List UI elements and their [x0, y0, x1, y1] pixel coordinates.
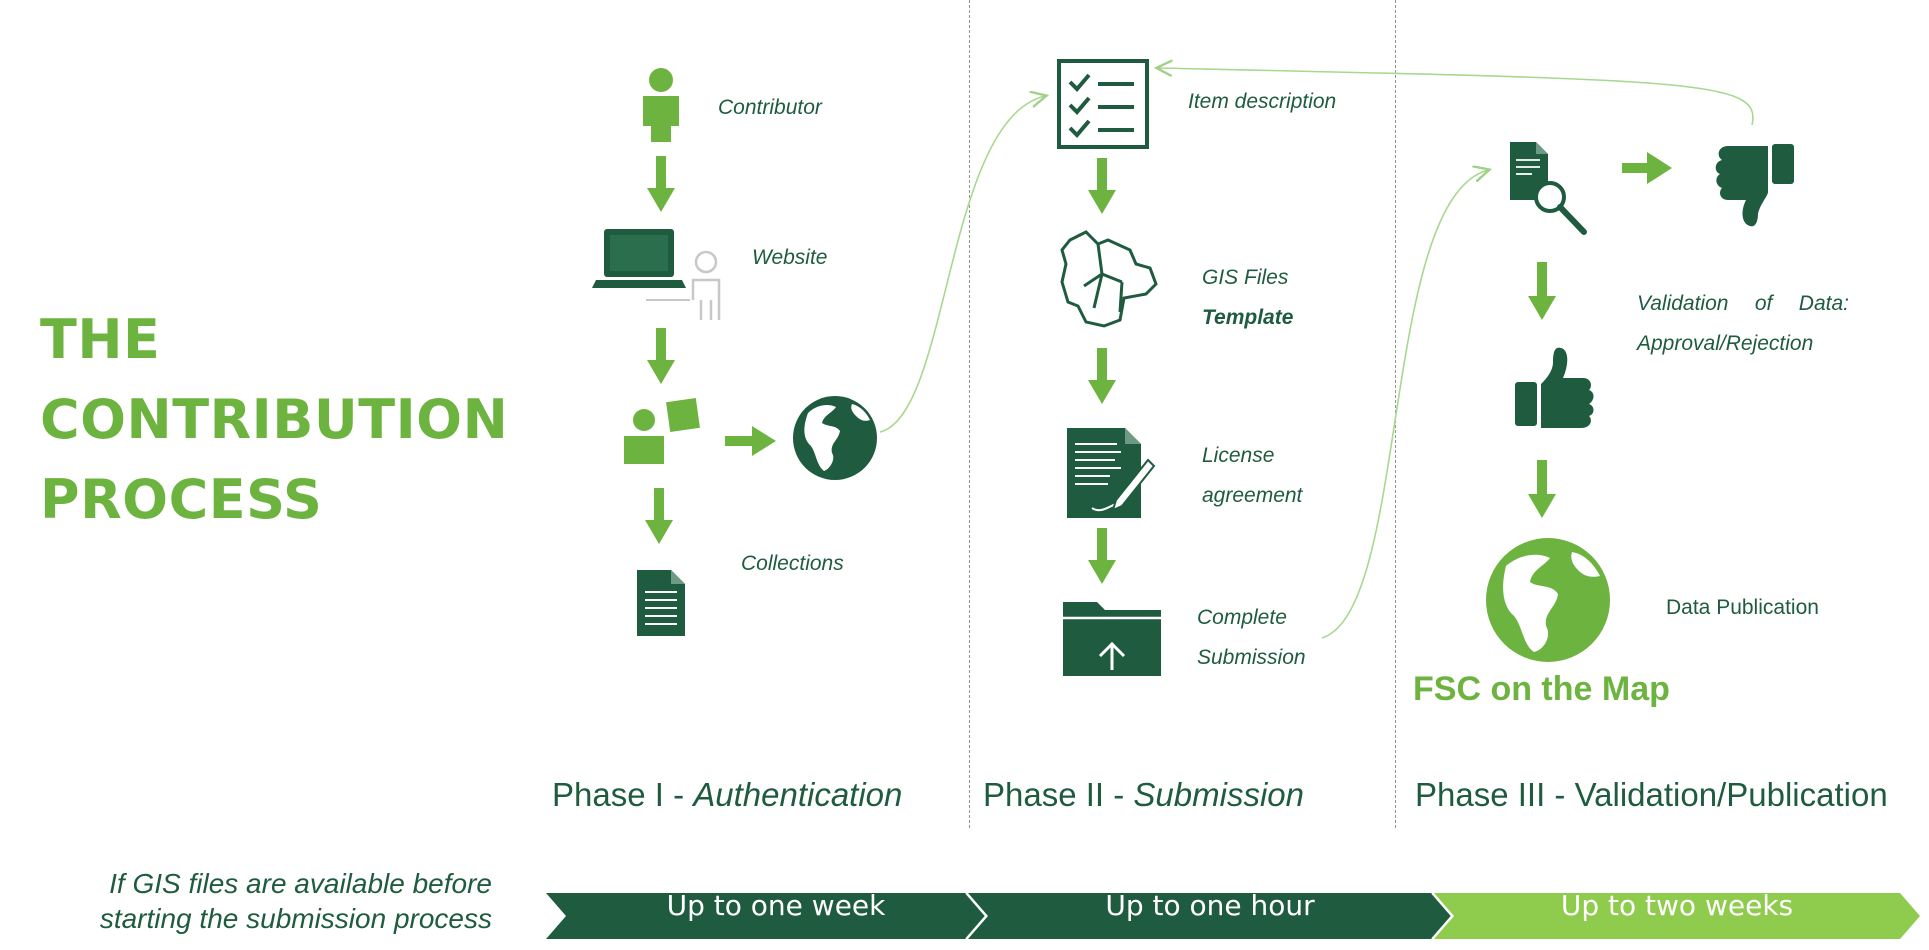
user-certificate-icon — [624, 398, 700, 464]
phase-divider-1 — [969, 0, 970, 828]
phase-1-title: Phase I - Authentication — [552, 776, 902, 814]
globe-icon — [1486, 538, 1610, 662]
step-data-publication: Data Publication — [1666, 596, 1819, 619]
thumbs-up-icon — [1515, 347, 1594, 428]
upload-folder-icon — [1063, 602, 1161, 676]
step-collections: Collections — [741, 552, 844, 575]
validation-word: Data: — [1798, 292, 1849, 315]
phase-2-name: Submission — [1133, 776, 1304, 813]
page-title: THE CONTRIBUTION PROCESS — [40, 300, 508, 540]
document-icon — [637, 570, 685, 636]
title-line-3: PROCESS — [40, 468, 323, 531]
timeline-segment-3: Up to two weeks — [1560, 889, 1794, 922]
arrow-down-icon — [1528, 262, 1556, 320]
step-license-agreement: agreement — [1202, 484, 1303, 507]
arrow-down-icon — [647, 156, 675, 212]
step-validation: Validation of Data: — [1637, 292, 1849, 316]
arrow-right-icon — [725, 426, 776, 456]
laptop-user-icon — [592, 229, 721, 320]
document-search-icon — [1510, 142, 1587, 235]
phase-1-name: Authentication — [693, 776, 903, 813]
validation-word: of — [1754, 292, 1773, 315]
arrow-down-icon — [1528, 460, 1556, 518]
phase-2-label: Phase II - — [983, 776, 1134, 813]
timeline-note-line-1: If GIS files are available before — [109, 868, 492, 899]
globe-icon — [793, 396, 877, 480]
timeline-note: If GIS files are available before starti… — [100, 866, 492, 936]
map-icon — [1060, 230, 1158, 328]
contract-icon — [1067, 428, 1156, 518]
arrow-down-icon — [1088, 158, 1116, 214]
connector-reject-to-checklist — [1158, 68, 1754, 126]
step-complete-submission: Submission — [1197, 646, 1306, 669]
phase-1-label: Phase I - — [552, 776, 694, 813]
timeline-note-line-2: starting the submission process — [99, 903, 492, 934]
arrow-down-icon — [1088, 348, 1116, 404]
checklist-icon — [1057, 59, 1149, 149]
step-item-description: Item description — [1188, 90, 1337, 113]
phase-2-title: Phase II - Submission — [983, 776, 1304, 814]
step-website: Website — [752, 246, 828, 269]
arrow-down-icon — [647, 328, 675, 384]
chevron-phase3 — [1434, 893, 1920, 939]
step-approval-rejection: Approval/Rejection — [1637, 332, 1814, 355]
title-line-1: THE — [40, 308, 161, 371]
timeline-segment-1: Up to one week — [666, 889, 886, 922]
person-icon — [643, 68, 679, 142]
arrow-right-icon — [1622, 152, 1672, 184]
step-complete: Complete — [1197, 606, 1287, 629]
timeline-segment-2: Up to one hour — [1105, 889, 1315, 922]
arrow-down-icon — [645, 488, 673, 544]
arrow-down-icon — [1088, 528, 1116, 584]
step-gis-files: GIS Files — [1202, 266, 1289, 289]
step-contributor: Contributor — [718, 96, 822, 119]
thumbs-down-icon — [1715, 144, 1794, 227]
connector-submission-to-review — [1321, 170, 1488, 639]
connector-globe-to-checklist — [879, 96, 1045, 433]
step-license: License — [1202, 444, 1275, 467]
title-line-2: CONTRIBUTION — [40, 388, 509, 451]
chevron-phase1 — [546, 893, 986, 939]
chevron-phase2 — [968, 893, 1452, 939]
step-gis-template: Template — [1202, 306, 1294, 329]
phase-3-title: Phase III - Validation/Publication — [1415, 776, 1888, 813]
validation-word: Validation — [1637, 292, 1729, 315]
brand-fsc-on-the-map: FSC on the Map — [1413, 670, 1670, 708]
